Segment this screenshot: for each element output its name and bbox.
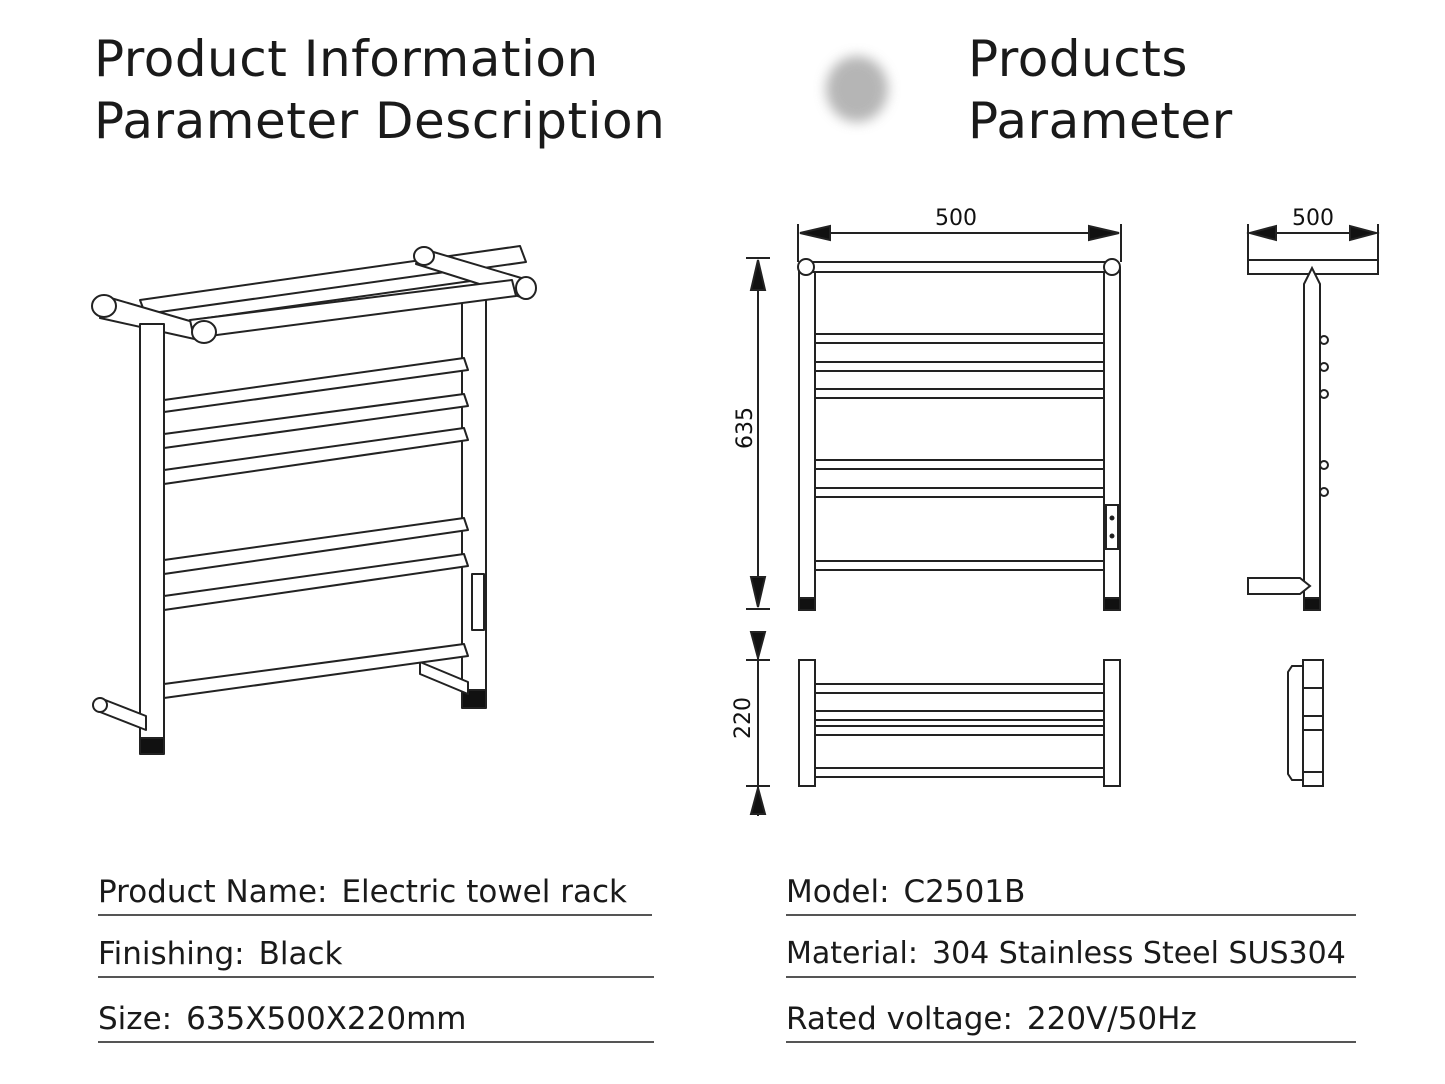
spec-value: 635X500X220mm (186, 1001, 467, 1037)
blurred-mark (826, 56, 888, 122)
heading-line-2: Parameter Description (94, 92, 666, 150)
spec-size: Size: 635X500X220mm (98, 999, 654, 1043)
spec-product-name: Product Name: Electric towel rack (98, 872, 652, 916)
spec-value: C2501B (903, 874, 1026, 910)
spec-label: Size: (98, 1001, 173, 1037)
spec-label: Rated voltage: (786, 1001, 1013, 1037)
spec-label: Model: (786, 874, 890, 910)
heading-line-1: Product Information (94, 30, 599, 88)
spec-value: 304 Stainless Steel SUS304 (931, 936, 1346, 971)
heading-products-parameter: Products Parameter (968, 28, 1233, 152)
spec-model: Model: C2501B (786, 872, 1356, 916)
spec-label: Finishing: (98, 936, 245, 972)
spec-label: Product Name: (98, 874, 328, 910)
spec-value: Black (258, 936, 343, 972)
spec-finishing: Finishing: Black (98, 934, 654, 978)
side-width-label: 500 (1292, 206, 1334, 231)
spec-value: Electric towel rack (341, 874, 627, 910)
heading-line-1: Products (968, 30, 1188, 88)
depth-label: 220 (731, 697, 756, 739)
heading-line-2: Parameter (968, 92, 1233, 150)
spec-material: Material: 304 Stainless Steel SUS304 (786, 934, 1356, 978)
front-width-label: 500 (935, 206, 977, 231)
heading-product-information: Product Information Parameter Descriptio… (94, 28, 665, 152)
spec-label: Material: (786, 936, 918, 971)
height-label: 635 (733, 407, 758, 449)
spec-rated-voltage: Rated voltage: 220V/50Hz (786, 999, 1356, 1043)
spec-value: 220V/50Hz (1026, 1001, 1197, 1037)
